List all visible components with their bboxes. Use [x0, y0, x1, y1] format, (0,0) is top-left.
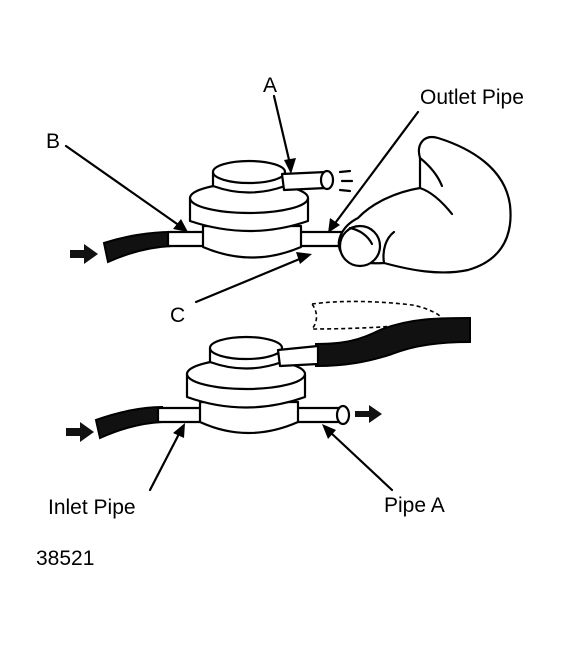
label-pipe-a: Pipe A — [384, 494, 445, 517]
bottom-inlet-flow-arrow — [66, 422, 94, 442]
bottom-valve-assembly — [66, 300, 471, 492]
label-c: C — [170, 304, 185, 327]
top-inlet-hose — [102, 230, 173, 264]
top-pipe-a-end — [319, 169, 335, 191]
bottom-pipe-a-hose — [315, 316, 471, 368]
bottom-inlet-hose — [94, 405, 163, 440]
leader-inlet-pipe — [148, 423, 185, 492]
leader-outlet-pipe — [328, 110, 420, 233]
bottom-pipe-a-end — [335, 404, 351, 426]
leader-pipe-a — [322, 424, 394, 492]
top-valve-cap — [211, 159, 287, 185]
leader-a — [272, 94, 296, 174]
leader-b — [64, 144, 188, 232]
figure-number: 38521 — [36, 547, 94, 570]
bottom-pipe-a — [294, 406, 344, 424]
bottom-top-nipple — [276, 344, 320, 368]
top-pipe-a-nipple — [280, 170, 328, 192]
finger-icon — [337, 136, 512, 274]
leader-c — [194, 252, 312, 304]
bottom-outlet-flow-arrow — [355, 405, 382, 423]
top-inlet-flow-arrow — [70, 244, 98, 264]
top-valve-base — [201, 224, 303, 259]
bottom-valve-base — [198, 400, 300, 435]
label-outlet-pipe: Outlet Pipe — [420, 86, 524, 109]
bottom-inlet-pipe — [156, 406, 206, 424]
top-valve-assembly — [64, 94, 512, 304]
label-a: A — [263, 74, 277, 97]
bottom-valve-cap — [208, 335, 284, 361]
label-b: B — [46, 130, 60, 153]
label-inlet-pipe: Inlet Pipe — [48, 496, 136, 519]
air-escape-marks — [338, 169, 354, 193]
